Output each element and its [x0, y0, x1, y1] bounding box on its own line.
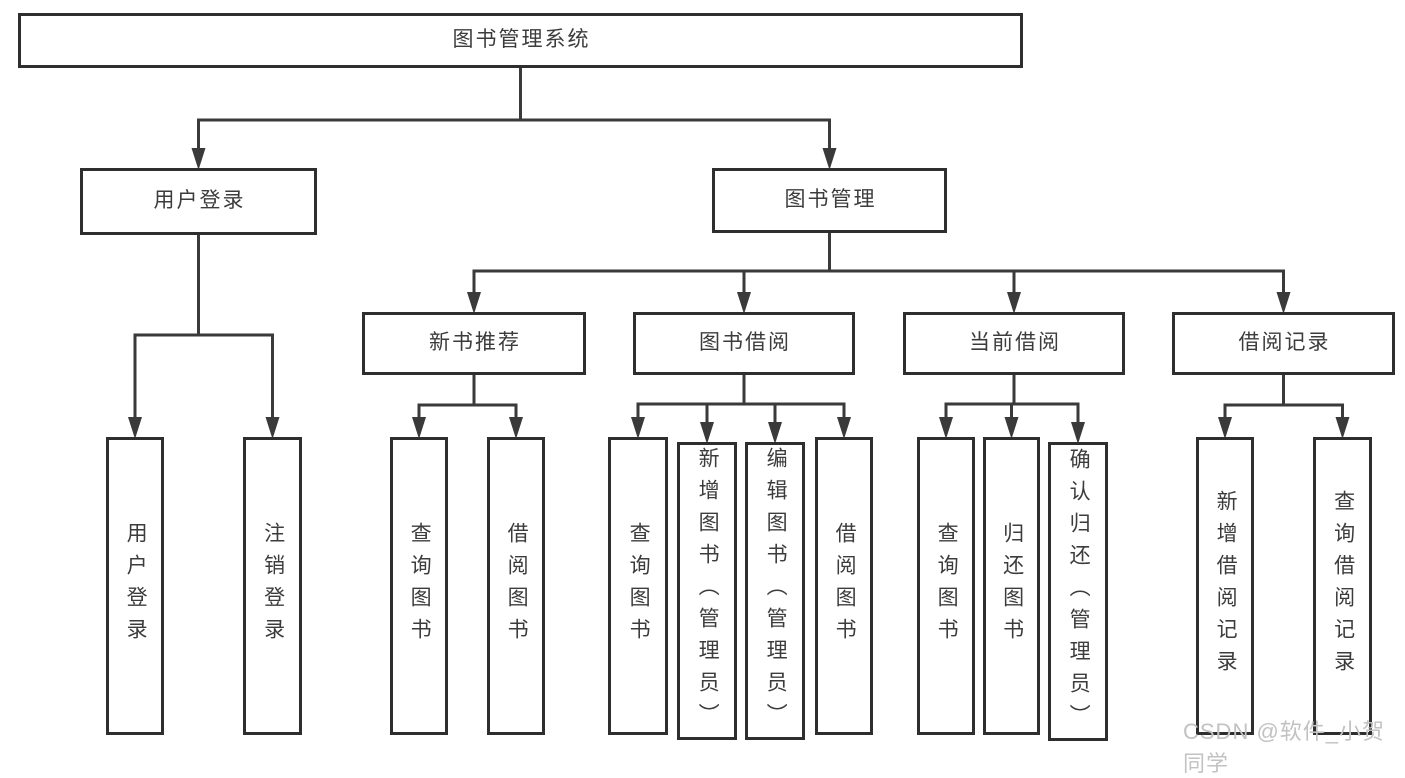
node-label: 新增借阅记录 [1214, 490, 1238, 682]
node-leaf-query-book-c: 查询图书 [917, 437, 975, 735]
arrowhead [191, 148, 206, 170]
node-book-borrow: 图书借阅 [633, 312, 855, 375]
node-leaf-user-login: 用户登录 [106, 437, 164, 735]
arrowhead [939, 417, 953, 439]
node-label: 当前借阅 [969, 331, 1061, 355]
arrowhead [265, 417, 280, 439]
connector-current-borrow [939, 371, 1085, 444]
node-label: 查询借阅记录 [1331, 490, 1355, 682]
node-current-borrow: 当前借阅 [903, 312, 1125, 375]
node-leaf-logout: 注销登录 [243, 437, 302, 735]
connector-root [191, 64, 837, 170]
arrowhead [837, 417, 851, 439]
arrowhead [509, 417, 523, 439]
node-label: 新增图书（管理员） [696, 447, 720, 735]
watermark: CSDN @软件_小贺同学 [1183, 714, 1405, 778]
node-label: 图书管理系统 [452, 28, 591, 52]
connector-book-borrow [631, 371, 851, 444]
node-leaf-query-record: 查询借阅记录 [1313, 437, 1372, 735]
node-label: 图书借阅 [699, 331, 791, 355]
node-root: 图书管理系统 [18, 13, 1023, 68]
connector-lines [128, 64, 1350, 444]
arrowhead [700, 422, 714, 444]
node-book-mgmt: 图书管理 [712, 168, 947, 233]
node-label: 用户登录 [153, 189, 246, 213]
node-label: 借阅图书 [833, 522, 857, 650]
connector-borrow-records [1218, 371, 1350, 439]
node-label: 查询图书 [408, 522, 432, 650]
arrowhead [128, 417, 142, 439]
node-leaf-borrow-book-b: 借阅图书 [815, 437, 873, 735]
node-label: 借阅记录 [1238, 331, 1331, 355]
node-label: 查询图书 [935, 522, 959, 650]
node-leaf-query-book-a: 查询图书 [390, 437, 448, 735]
node-label: 新书推荐 [429, 331, 521, 355]
arrowhead [412, 417, 426, 439]
node-label: 编辑图书（管理员） [764, 447, 788, 735]
node-borrow-records: 借阅记录 [1172, 312, 1395, 375]
node-label: 查询图书 [627, 522, 651, 650]
arrowhead [1071, 422, 1085, 444]
node-label: 借阅图书 [505, 522, 529, 650]
node-leaf-edit-book: 编辑图书（管理员） [745, 442, 805, 740]
node-label: 图书管理 [784, 188, 877, 212]
diagram-nodes: 图书管理系统用户登录图书管理新书推荐图书借阅当前借阅借阅记录用户登录注销登录查询… [18, 13, 1395, 741]
node-leaf-query-book-b: 查询图书 [608, 437, 668, 735]
node-label: 注销登录 [261, 522, 285, 650]
node-leaf-add-record: 新增借阅记录 [1196, 437, 1254, 735]
connector-user-login [128, 231, 280, 439]
watermark-text: CSDN @软件_小贺同学 [1183, 719, 1386, 776]
node-new-book-rec: 新书推荐 [362, 312, 586, 375]
node-leaf-return-book: 归还图书 [983, 437, 1040, 735]
node-label: 归还图书 [1000, 522, 1024, 650]
arrowhead [768, 422, 782, 444]
node-leaf-add-book: 新增图书（管理员） [677, 442, 737, 740]
arrowhead [1004, 417, 1019, 439]
node-leaf-confirm-return: 确认归还（管理员） [1048, 442, 1108, 741]
arrowhead [822, 148, 837, 170]
connector-book-mgmt [467, 229, 1291, 314]
node-label: 用户登录 [124, 522, 148, 650]
arrowhead [631, 417, 645, 439]
arrowhead [1276, 292, 1291, 314]
arrowhead [1007, 292, 1021, 314]
arrowhead [1218, 417, 1232, 439]
connector-new-book-rec [412, 371, 523, 439]
arrowhead [737, 292, 751, 314]
node-leaf-borrow-book-a: 借阅图书 [487, 437, 545, 735]
node-user-login: 用户登录 [80, 168, 317, 235]
node-label: 确认归还（管理员） [1067, 447, 1091, 736]
arrowhead [467, 292, 481, 314]
arrowhead [1335, 417, 1350, 439]
